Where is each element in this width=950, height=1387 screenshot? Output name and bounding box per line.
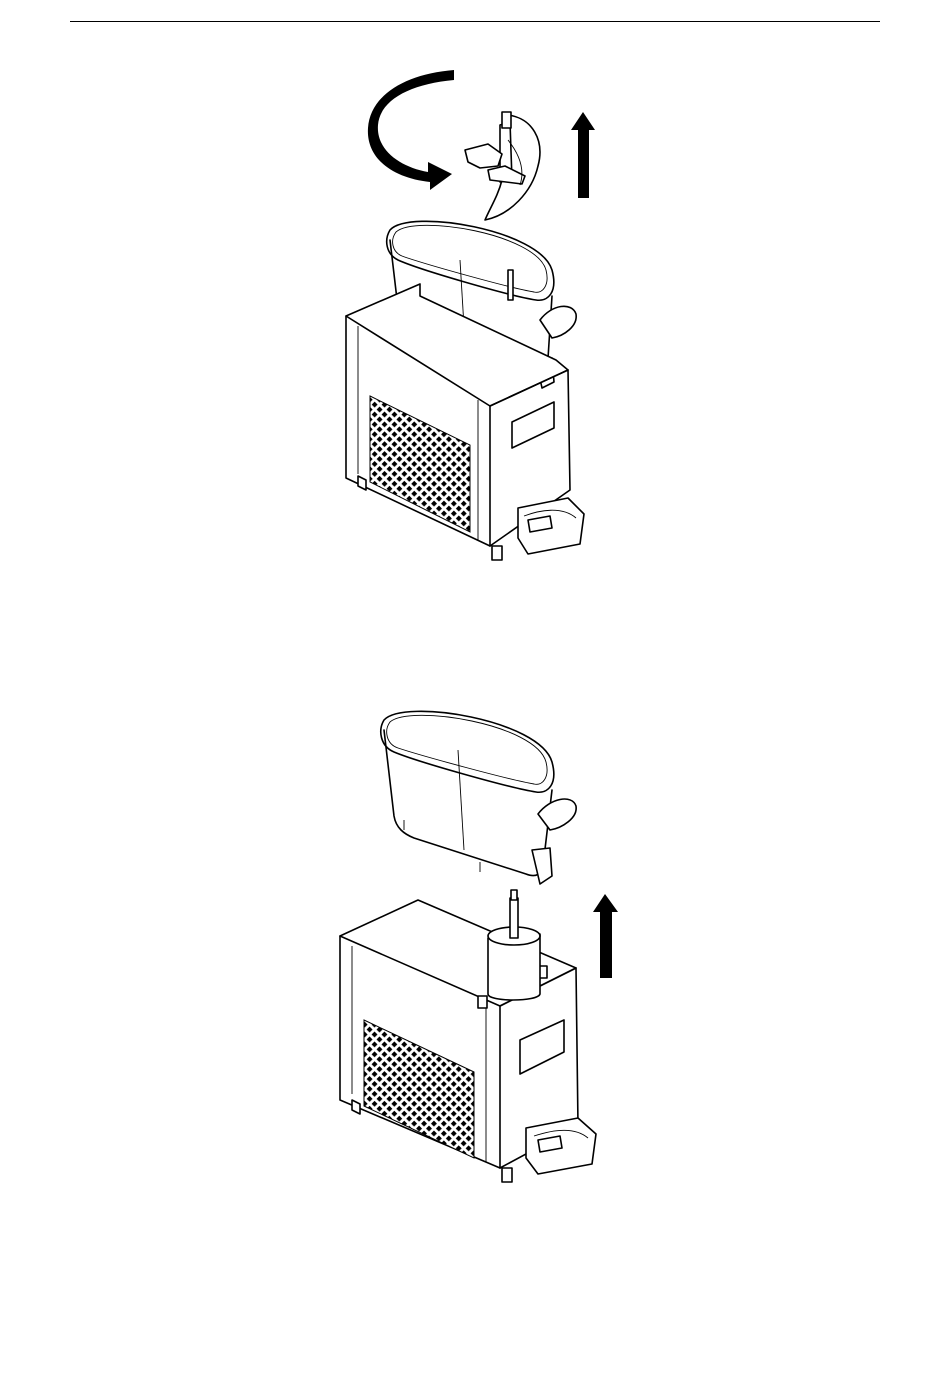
- lift-arrow-icon: [593, 894, 618, 978]
- drive-shaft: [488, 890, 540, 1000]
- bowl: [381, 711, 576, 884]
- drip-tray: [526, 1118, 596, 1174]
- rotate-arrow-icon: [368, 70, 454, 190]
- figure-remove-bowl: [330, 690, 620, 1190]
- figure-remove-auger: [340, 70, 620, 575]
- lift-arrow-icon: [571, 112, 595, 198]
- drip-tray: [518, 498, 584, 554]
- header-rule: [70, 21, 880, 22]
- auger: [465, 112, 540, 220]
